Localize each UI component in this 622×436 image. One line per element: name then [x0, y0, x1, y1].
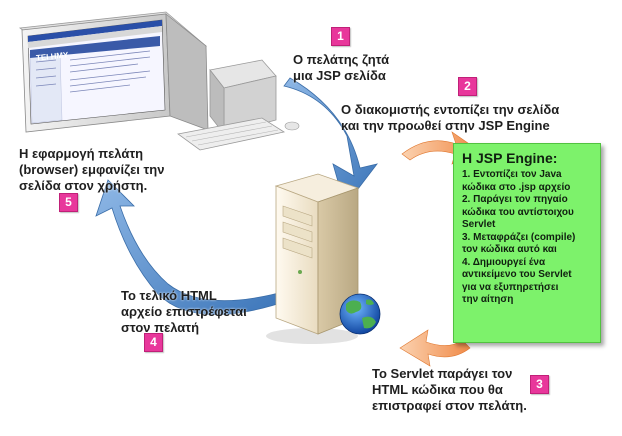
- jsp-step-line: κώδικα στο .jsp αρχείο: [462, 181, 571, 193]
- jsp-step-line: την αίτηση: [462, 294, 514, 305]
- step-4-badge: 4: [144, 333, 163, 352]
- step-2-badge: 2: [458, 77, 477, 96]
- jsp-step-line: 4. Δημιουργεί ένα: [462, 256, 546, 268]
- blue-arrow-response: [95, 179, 291, 316]
- step-3-badge: 3: [530, 375, 549, 394]
- globe-icon: [339, 293, 381, 335]
- step-1-badge: 1: [331, 27, 350, 46]
- step-5-label: Η εφαρμογή πελάτη (browser) εμφανίζει τη…: [19, 146, 164, 194]
- step-1-label: Ο πελάτης ζητά μια JSP σελίδα: [293, 52, 389, 84]
- jsp-step-line: 3. Μεταφράζει (compile): [462, 231, 576, 243]
- step-2-label: Ο διακομιστής εντοπίζει την σελίδα και τ…: [341, 102, 559, 134]
- step-3-line-1: Το Servlet παράγει τον: [372, 366, 513, 381]
- step-1-line-1: Ο πελάτης ζητά: [293, 52, 390, 67]
- step-2-line-1: Ο διακομιστής εντοπίζει την σελίδα: [341, 102, 560, 117]
- step-5-line-1: Η εφαρμογή πελάτη: [19, 146, 144, 161]
- step-2-line-2: και την προωθεί στην JSP Engine: [341, 118, 550, 133]
- step-4-line-2: αρχείο επιστρέφεται: [121, 304, 247, 319]
- jsp-step-line: τον κώδικα αυτό και: [462, 244, 557, 255]
- step-5-line-3: σελίδα στον χρήστη.: [19, 178, 148, 193]
- step-3-line-2: HTML κώδικα που θα: [372, 382, 503, 397]
- client-computer: [18, 11, 300, 151]
- step-1-line-2: μια JSP σελίδα: [293, 68, 386, 83]
- step-3-line-3: επιστραφεί στον πελάτη.: [372, 398, 527, 413]
- jsp-engine-steps: 1. Εντοπίζει τον Java κώδικα στο .jsp αρ…: [462, 169, 594, 307]
- step-4-line-1: Το τελικό HTML: [121, 288, 217, 303]
- step-4-line-3: στον πελατή: [121, 320, 200, 335]
- jsp-step-line: Servlet: [462, 219, 496, 230]
- blue-arrow-request: [283, 77, 378, 207]
- jsp-step-line: κώδικα του αντίστοιχου: [462, 206, 574, 218]
- orange-arrow-return: [399, 329, 471, 367]
- jsp-step-line: αντικείμενο του Servlet: [462, 269, 572, 280]
- jsp-engine-box: H JSP Engine: 1. Εντοπίζει τον Java κώδι…: [453, 143, 601, 343]
- step-3-label: Το Servlet παράγει τον HTML κώδικα που θ…: [372, 366, 527, 414]
- step-4-label: Το τελικό HTML αρχείο επιστρέφεται στον …: [121, 288, 247, 336]
- step-5-line-2: (browser) εμφανίζει την: [19, 162, 165, 177]
- server-tower: [266, 173, 381, 344]
- step-5-badge: 5: [59, 193, 78, 212]
- jsp-step-line: 1. Εντοπίζει τον Java: [462, 169, 562, 180]
- jsp-engine-title: H JSP Engine:: [462, 150, 558, 166]
- jsp-step-line: 2. Παράγει τον πηγαίο: [462, 194, 568, 205]
- jsp-step-line: για να εξυπηρετήσει: [462, 281, 559, 293]
